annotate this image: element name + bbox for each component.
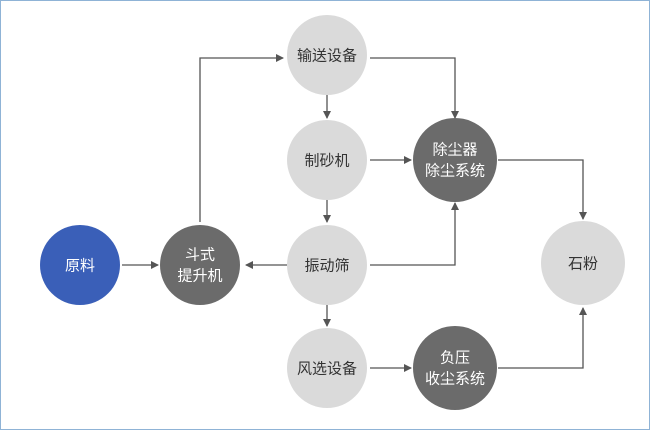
node-negative-pressure-collector-label-line1: 负压	[440, 349, 470, 367]
edge-dust2-powder	[498, 307, 587, 369]
node-raw-material: 原料	[40, 225, 120, 305]
node-raw-material-circle	[40, 225, 120, 305]
node-air-separator-label: 风选设备	[297, 360, 357, 378]
node-dust-collector-circle	[413, 118, 497, 202]
node-vibrating-screen-label: 振动筛	[304, 257, 349, 275]
edge-elevator-conveyor	[199, 54, 284, 222]
edge-conveyor-dust1	[370, 57, 459, 119]
edges	[122, 54, 587, 372]
node-dust-collector: 除尘器 除尘系统	[413, 118, 497, 202]
node-sand-maker-circle	[287, 120, 367, 200]
node-vibrating-screen: 振动筛	[287, 225, 367, 305]
node-air-separator-circle	[287, 328, 367, 408]
node-raw-material-label: 原料	[65, 257, 95, 275]
node-stone-powder: 石粉	[541, 221, 625, 305]
node-bucket-elevator: 斗式 提升机	[160, 225, 240, 305]
node-stone-powder-circle	[541, 221, 625, 305]
node-negative-pressure-collector-label-line2: 收尘系统	[425, 370, 485, 388]
node-negative-pressure-collector: 负压 收尘系统	[413, 326, 497, 410]
node-dust-collector-label-line1: 除尘器	[432, 141, 477, 159]
node-conveyor-label: 输送设备	[297, 47, 357, 65]
node-vibrating-screen-circle	[287, 225, 367, 305]
node-air-separator: 风选设备	[287, 328, 367, 408]
edge-screen-dust1	[370, 202, 459, 266]
node-bucket-elevator-label-line1: 斗式	[185, 246, 215, 264]
node-conveyor: 输送设备	[287, 15, 367, 95]
node-bucket-elevator-circle	[160, 225, 240, 305]
node-bucket-elevator-label-line2: 提升机	[177, 267, 222, 285]
node-negative-pressure-collector-circle	[413, 326, 497, 410]
node-stone-powder-label: 石粉	[568, 255, 598, 273]
node-sand-maker: 制砂机	[287, 120, 367, 200]
node-conveyor-circle	[287, 15, 367, 95]
node-dust-collector-label-line2: 除尘系统	[425, 162, 485, 180]
node-sand-maker-label: 制砂机	[304, 152, 349, 170]
edge-dust1-powder	[498, 159, 587, 220]
